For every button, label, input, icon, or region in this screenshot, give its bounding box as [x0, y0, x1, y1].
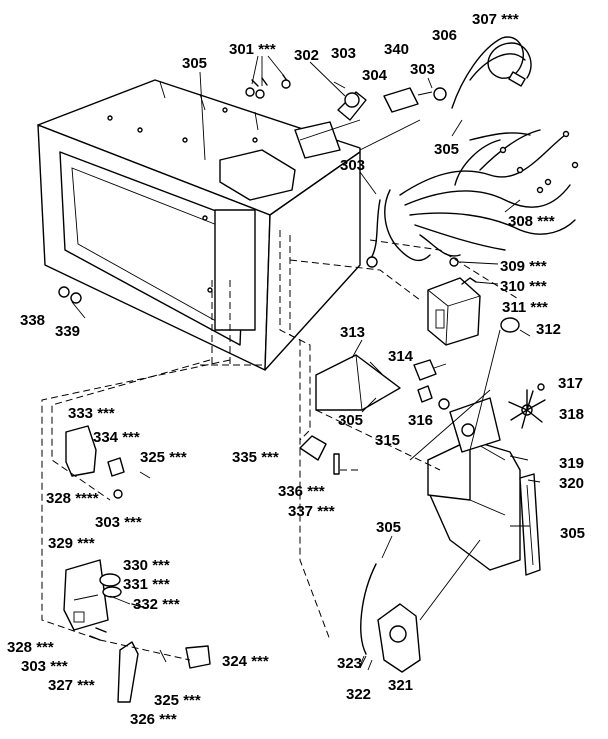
- bracket-313: [315, 354, 401, 411]
- hinge-parts: [58, 286, 82, 304]
- leader-lines: [71, 55, 541, 669]
- part-label: 329 ***: [48, 535, 95, 552]
- part-label: 303: [331, 45, 356, 62]
- part-label: 311 ***: [502, 299, 548, 316]
- part-label: 305: [182, 55, 207, 72]
- part-label: 325 ***: [140, 449, 187, 466]
- wire-harness: [366, 129, 579, 268]
- part-label: 301 ***: [229, 41, 276, 58]
- part-label: 303: [410, 61, 435, 78]
- part-label: 307 ***: [472, 11, 519, 28]
- part-label: 304: [362, 67, 388, 84]
- power-cord: [451, 36, 532, 109]
- part-label: 310 ***: [500, 278, 547, 295]
- part-label: 331 ***: [123, 576, 170, 593]
- part-label: 316: [408, 412, 433, 429]
- part-label: 302: [294, 47, 319, 64]
- part-labels: 301 *** 302 303 340 304 303 306 307 *** …: [7, 11, 585, 728]
- part-label: 305: [376, 519, 401, 536]
- part-label: 314: [388, 348, 414, 365]
- part-label: 305: [434, 141, 459, 158]
- part-label: 305: [560, 525, 585, 542]
- part-label: 325 ***: [154, 692, 201, 709]
- part-label: 320: [559, 475, 584, 492]
- part-label: 315: [375, 432, 400, 449]
- part-label: 322: [346, 686, 371, 703]
- part-label: 337 ***: [288, 503, 335, 520]
- part-label: 323: [337, 655, 362, 672]
- part-label: 330 ***: [123, 557, 170, 574]
- part-label: 328 ****: [46, 490, 99, 507]
- part-label: 313: [340, 324, 365, 341]
- part-label: 303 ***: [21, 658, 68, 675]
- part-label: 327 ***: [48, 677, 95, 694]
- part-label: 326 ***: [130, 711, 177, 728]
- part-label: 340: [384, 41, 409, 58]
- part-label: 309 ***: [500, 258, 547, 275]
- switch-parts: [413, 359, 450, 410]
- part-label: 317: [558, 375, 583, 392]
- part-label: 335 ***: [232, 449, 279, 466]
- part-label: 319: [559, 455, 584, 472]
- part-label: 333 ***: [68, 405, 115, 422]
- part-label: 332 ***: [133, 596, 180, 613]
- part-label: 321: [388, 677, 413, 694]
- part-label: 303 ***: [95, 514, 142, 531]
- part-label: 324 ***: [222, 653, 269, 670]
- part-label: 318: [559, 406, 584, 423]
- fan-assembly: [427, 383, 546, 576]
- part-label: 305: [338, 412, 363, 429]
- motor: [359, 563, 421, 673]
- part-label: 303: [340, 157, 365, 174]
- cabinet: [37, 79, 361, 371]
- part-label: 338: [20, 312, 45, 329]
- part-label: 334 ***: [93, 429, 140, 446]
- part-label: 328 ***: [7, 639, 54, 656]
- door-latch-assembly: [63, 425, 211, 703]
- part-label: 308 ***: [508, 213, 555, 230]
- part-label: 312: [536, 321, 561, 338]
- top-parts: [245, 74, 447, 121]
- part-label: 336 ***: [278, 483, 325, 500]
- part-label: 306: [432, 27, 457, 44]
- switch-bracket: [299, 435, 340, 475]
- part-label: 339: [55, 323, 80, 340]
- transformer-assembly: [427, 257, 531, 346]
